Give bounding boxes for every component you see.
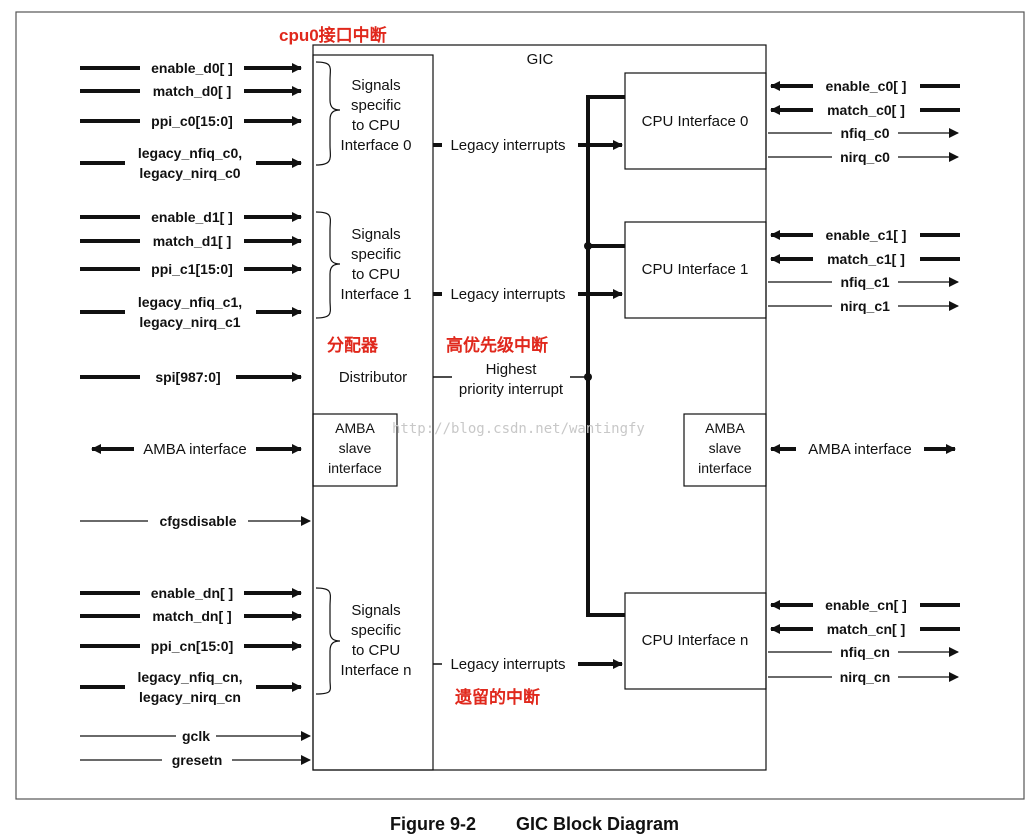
cpu-amba-line-1: AMBA: [705, 420, 745, 436]
gic-label: GIC: [527, 51, 554, 68]
left-legacy-cn-a: legacy_nfiq_cn,: [137, 669, 242, 685]
left-gresetn: gresetn: [172, 752, 223, 768]
left-legacy-c0-a: legacy_nfiq_c0,: [138, 145, 242, 161]
left-enable-dn: enable_dn[ ]: [151, 585, 233, 601]
left-match-d0: match_d0[ ]: [153, 83, 232, 99]
legacy-interrupts-1: Legacy interrupts: [450, 286, 565, 303]
right-thick-arrows: [770, 81, 960, 634]
svg-text:Signals: Signals: [351, 602, 400, 619]
left-signal-labels: enable_d0[ ] match_d0[ ] ppi_c0[15:0] le…: [137, 60, 242, 768]
distributor-amba-box: [312, 413, 398, 487]
figure-title: GIC Block Diagram: [516, 814, 679, 834]
signals-specific-1: Signals specific to CPU Interface 1: [341, 226, 412, 303]
annotation-high-priority: 高优先级中断: [446, 335, 548, 355]
left-match-dn: match_dn[ ]: [152, 608, 231, 624]
cpu-interface-n-label: CPU Interface n: [642, 632, 749, 649]
left-gclk: gclk: [182, 728, 210, 744]
highest-priority-a: Highest: [486, 361, 538, 378]
right-enable-c0: enable_c0[ ]: [826, 78, 907, 94]
right-nfiq-cn: nfiq_cn: [840, 644, 890, 660]
cpu-amba-line-3: interface: [698, 460, 752, 476]
signals-specific-0: Signals specific to CPU Interface 0: [341, 77, 412, 154]
right-match-c1: match_c1[ ]: [827, 251, 905, 267]
left-thin-arrows: [80, 516, 311, 765]
left-legacy-c1-a: legacy_nfiq_c1,: [138, 294, 242, 310]
svg-text:Interface 0: Interface 0: [341, 137, 412, 154]
distributor-block: [312, 54, 434, 771]
distributor-amba-line-3: interface: [328, 460, 382, 476]
highest-priority-b: priority interrupt: [459, 381, 564, 398]
svg-text:to CPU: to CPU: [352, 642, 400, 659]
annotation-legacy: 遗留的中断: [454, 687, 540, 707]
right-nirq-c1: nirq_c1: [840, 298, 890, 314]
svg-text:to CPU: to CPU: [352, 266, 400, 283]
right-thin-arrows: [768, 128, 959, 682]
svg-text:Signals: Signals: [351, 226, 400, 243]
signals-specific-n: Signals specific to CPU Interface n: [341, 602, 412, 679]
cpu-interface-n-box: [624, 592, 767, 690]
right-match-cn: match_cn[ ]: [827, 621, 906, 637]
svg-text:to CPU: to CPU: [352, 117, 400, 134]
annotation-distributor: 分配器: [327, 336, 379, 355]
left-thick-arrows: [80, 63, 302, 692]
annotation-cpu0-interface: cpu0接口中断: [279, 25, 387, 45]
right-enable-c1: enable_c1[ ]: [826, 227, 907, 243]
cpu-interface-1-box: [624, 221, 767, 319]
right-signal-labels: enable_c0[ ] match_c0[ ] nfiq_c0 nirq_c0…: [825, 78, 907, 685]
svg-text:specific: specific: [351, 622, 402, 639]
left-match-d1: match_d1[ ]: [153, 233, 232, 249]
right-match-c0: match_c0[ ]: [827, 102, 905, 118]
figure-frame: [15, 11, 1025, 800]
right-enable-cn: enable_cn[ ]: [825, 597, 907, 613]
svg-text:Signals: Signals: [351, 77, 400, 94]
right-nirq-cn: nirq_cn: [840, 669, 891, 685]
cpu-amba-box: [683, 413, 767, 487]
legacy-interrupts-n: Legacy interrupts: [450, 656, 565, 673]
distributor-label: Distributor: [339, 369, 407, 386]
right-amba-interface: AMBA interface: [808, 441, 911, 458]
svg-text:specific: specific: [351, 246, 402, 263]
figure-number: Figure 9-2: [390, 814, 476, 834]
legacy-interrupts-0: Legacy interrupts: [450, 137, 565, 154]
svg-text:Interface n: Interface n: [341, 662, 412, 679]
cpu-interface-1-label: CPU Interface 1: [642, 261, 749, 278]
middle-connections: [433, 95, 625, 669]
distributor-amba-line-2: slave: [339, 440, 372, 456]
left-legacy-c0-b: legacy_nirq_c0: [139, 165, 240, 181]
right-nirq-c0: nirq_c0: [840, 149, 890, 165]
brace-interface-0: [315, 61, 341, 166]
left-amba-interface: AMBA interface: [143, 441, 246, 458]
left-ppi-c0: ppi_c0[15:0]: [151, 113, 233, 129]
right-nfiq-c1: nfiq_c1: [840, 274, 889, 290]
right-nfiq-c0: nfiq_c0: [840, 125, 889, 141]
brace-interface-1: [315, 211, 341, 319]
left-cfgsdisable: cfgsdisable: [159, 513, 236, 529]
left-ppi-cn: ppi_cn[15:0]: [151, 638, 233, 654]
brace-interface-n: [315, 587, 341, 695]
svg-text:Interface 1: Interface 1: [341, 286, 412, 303]
left-spi: spi[987:0]: [155, 369, 220, 385]
left-legacy-cn-b: legacy_nirq_cn: [139, 689, 241, 705]
cpu-interface-0-label: CPU Interface 0: [642, 113, 749, 130]
svg-text:specific: specific: [351, 97, 402, 114]
distributor-amba-line-1: AMBA: [335, 420, 375, 436]
middle-labels: Legacy interrupts Legacy interrupts Lega…: [450, 137, 565, 673]
cpu-amba-line-2: slave: [709, 440, 742, 456]
left-enable-d0: enable_d0[ ]: [151, 60, 233, 76]
left-legacy-c1-b: legacy_nirq_c1: [139, 314, 240, 330]
watermark-url: http://blog.csdn.net/wantingfy: [392, 421, 645, 437]
left-ppi-c1: ppi_c1[15:0]: [151, 261, 233, 277]
cpu-interface-0-box: [624, 72, 767, 170]
left-enable-d1: enable_d1[ ]: [151, 209, 233, 225]
